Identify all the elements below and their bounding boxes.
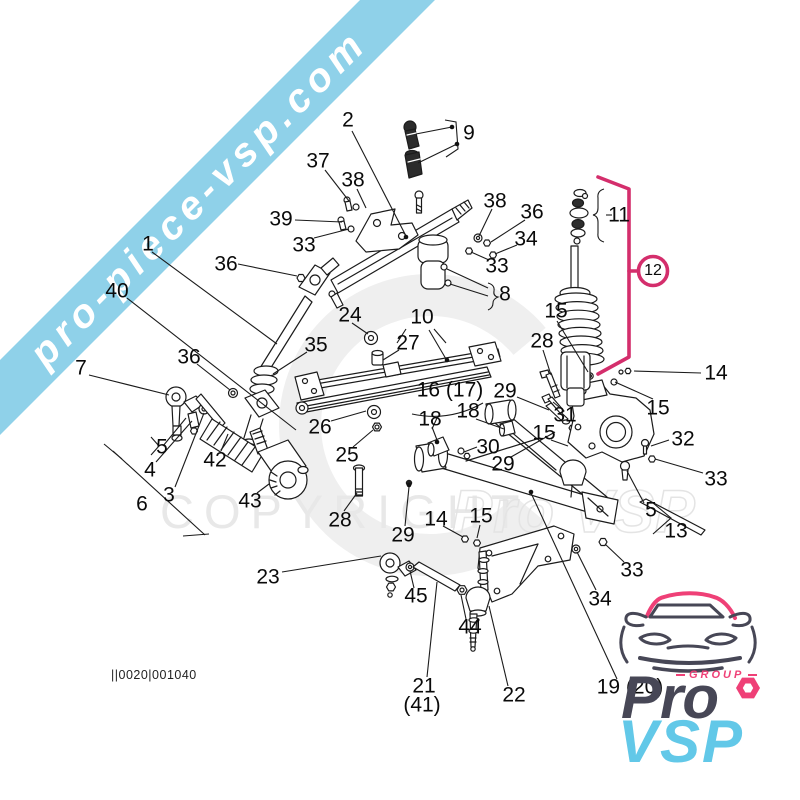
part-label-29c: 29 <box>391 523 415 547</box>
shock-absorber <box>554 188 605 407</box>
part-label-9: 9 <box>463 121 475 145</box>
part-label-33c: 33 <box>704 467 728 491</box>
part-label-13: 13 <box>664 519 688 543</box>
logo-brand-pro: Pro <box>621 664 719 731</box>
part-label-28b: 28 <box>328 508 352 532</box>
part-label-18a: 18 <box>456 399 480 423</box>
part-label-10: 10 <box>410 305 434 329</box>
leader-lines <box>88 119 704 687</box>
part-label-4: 4 <box>144 458 156 482</box>
part-label-36b: 36 <box>520 200 544 224</box>
part-label-27: 27 <box>396 331 420 355</box>
part-label-37: 37 <box>306 149 330 173</box>
part-label-28a: 28 <box>530 329 554 353</box>
part-label-7: 7 <box>75 356 87 380</box>
part-label-30: 30 <box>476 435 500 459</box>
part-label-38b: 38 <box>483 189 507 213</box>
part-label-12-highlight: 12 <box>644 262 662 279</box>
part-label-15c: 15 <box>532 421 556 445</box>
part-label-21: 21 <box>412 674 436 698</box>
part-label-33b: 33 <box>485 254 509 278</box>
part-label-18b: 18 <box>418 407 442 431</box>
part-label-40: 40 <box>105 279 129 303</box>
tie-rod <box>379 552 468 598</box>
part-label-8: 8 <box>499 282 511 306</box>
part-label-24: 24 <box>338 303 362 327</box>
part-label-41: (41) <box>403 693 441 717</box>
part-label-39: 39 <box>269 207 293 231</box>
highlight-bracket-12 <box>596 175 670 376</box>
part-label-25: 25 <box>335 443 359 467</box>
leaf-spring <box>294 330 502 432</box>
part-label-33a: 33 <box>292 233 316 257</box>
steering-column <box>237 190 473 457</box>
document-code: ||0020|001040 <box>111 668 197 682</box>
part-label-33d: 33 <box>620 558 644 582</box>
car-front-icon <box>619 591 760 699</box>
part-label-15d: 15 <box>469 504 493 528</box>
part-label-32: 32 <box>671 427 695 451</box>
steering-rack <box>165 386 309 500</box>
part-label-14a: 14 <box>704 361 728 385</box>
part-label-43: 43 <box>238 489 262 513</box>
part-label-15b: 15 <box>646 396 670 420</box>
logo-group-row: GROUP <box>676 669 758 681</box>
part-label-26: 26 <box>308 415 332 439</box>
control-arm <box>352 399 619 547</box>
group-dash-left <box>676 674 685 676</box>
part-label-11: 11 <box>608 203 630 227</box>
part-label-36c: 36 <box>177 345 201 369</box>
part-label-31: 31 <box>553 403 577 427</box>
part-label-36a: 36 <box>214 252 238 276</box>
copyright-watermark-text: COPYRIGHT <box>160 485 529 538</box>
part-label-42: 42 <box>203 448 227 472</box>
part-label-5a: 5 <box>156 435 168 459</box>
part-label-22: 22 <box>502 683 526 707</box>
group-dash-right <box>748 674 758 676</box>
part-label-34a: 34 <box>514 227 538 251</box>
part-label-45: 45 <box>404 584 428 608</box>
part-label-16-17: 16 (17) <box>416 378 484 402</box>
ignition-parts <box>403 120 423 179</box>
part-label-1: 1 <box>142 232 154 256</box>
logo-group-label: GROUP <box>689 669 745 681</box>
part-label-29b: 29 <box>491 452 515 476</box>
part-label-19-20: 19 (20) <box>596 675 664 699</box>
part-label-35: 35 <box>304 333 328 357</box>
part-label-44: 44 <box>458 615 482 639</box>
line-art <box>165 120 706 652</box>
part-label-34b: 34 <box>588 587 612 611</box>
part-label-3: 3 <box>163 483 175 507</box>
part-label-15a: 15 <box>544 299 568 323</box>
part-label-6: 6 <box>136 492 148 516</box>
copyright-watermark: COPYRIGHT Pro VSP <box>160 274 696 576</box>
part-label-23: 23 <box>256 565 280 589</box>
part-label-38a: 38 <box>341 168 365 192</box>
part-label-5b: 5 <box>645 498 657 522</box>
hex-nut-icon <box>736 677 760 699</box>
part-label-29a: 29 <box>493 379 517 403</box>
small-hardware <box>440 233 498 287</box>
part-label-2: 2 <box>342 108 354 132</box>
leader-dots <box>403 124 534 495</box>
logo-brand-vsp: VSP <box>618 708 745 775</box>
part-label-14b: 14 <box>424 507 448 531</box>
